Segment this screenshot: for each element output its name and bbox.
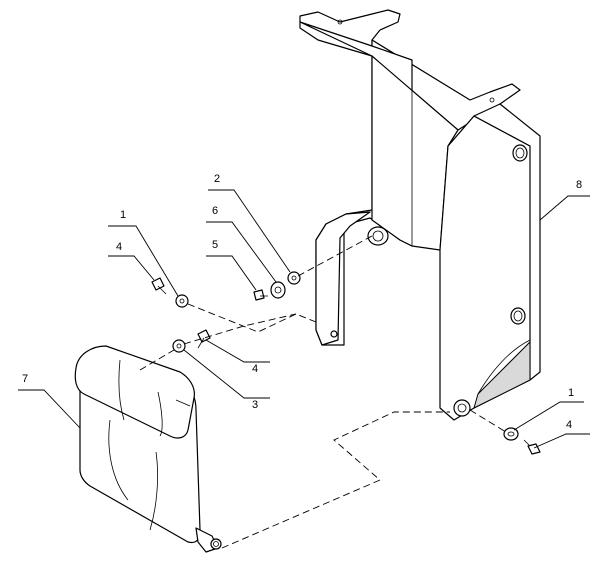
callout-label: 4 [566,419,572,431]
callout-label: 1 [568,387,574,399]
washer-part-1-left [175,294,189,308]
callout-label: 4 [252,363,258,375]
screw-part-4-left [151,277,167,295]
callout-label: 4 [116,241,122,253]
callout-label: 3 [252,399,258,411]
callout-label: 1 [120,209,126,221]
screw-part-5 [253,289,268,301]
callout-label: 5 [212,239,218,251]
screw-part-4-right [523,439,541,455]
housing-part-8 [299,9,541,421]
callout-label: 7 [22,373,28,385]
cover-part-7 [74,345,222,553]
callout-label: 6 [212,205,218,217]
callout-label: 2 [214,173,220,185]
washer-part-2 [287,271,301,285]
callout-label: 8 [576,179,582,191]
washer-part-3 [172,339,186,353]
leader-lines [18,189,590,449]
callout-labels: 1 2 6 5 4 4 3 7 8 1 4 [22,173,582,431]
washer-part-1-right [503,427,519,441]
assembly-dash-lines [139,235,507,549]
spacer-part-6 [270,281,286,299]
